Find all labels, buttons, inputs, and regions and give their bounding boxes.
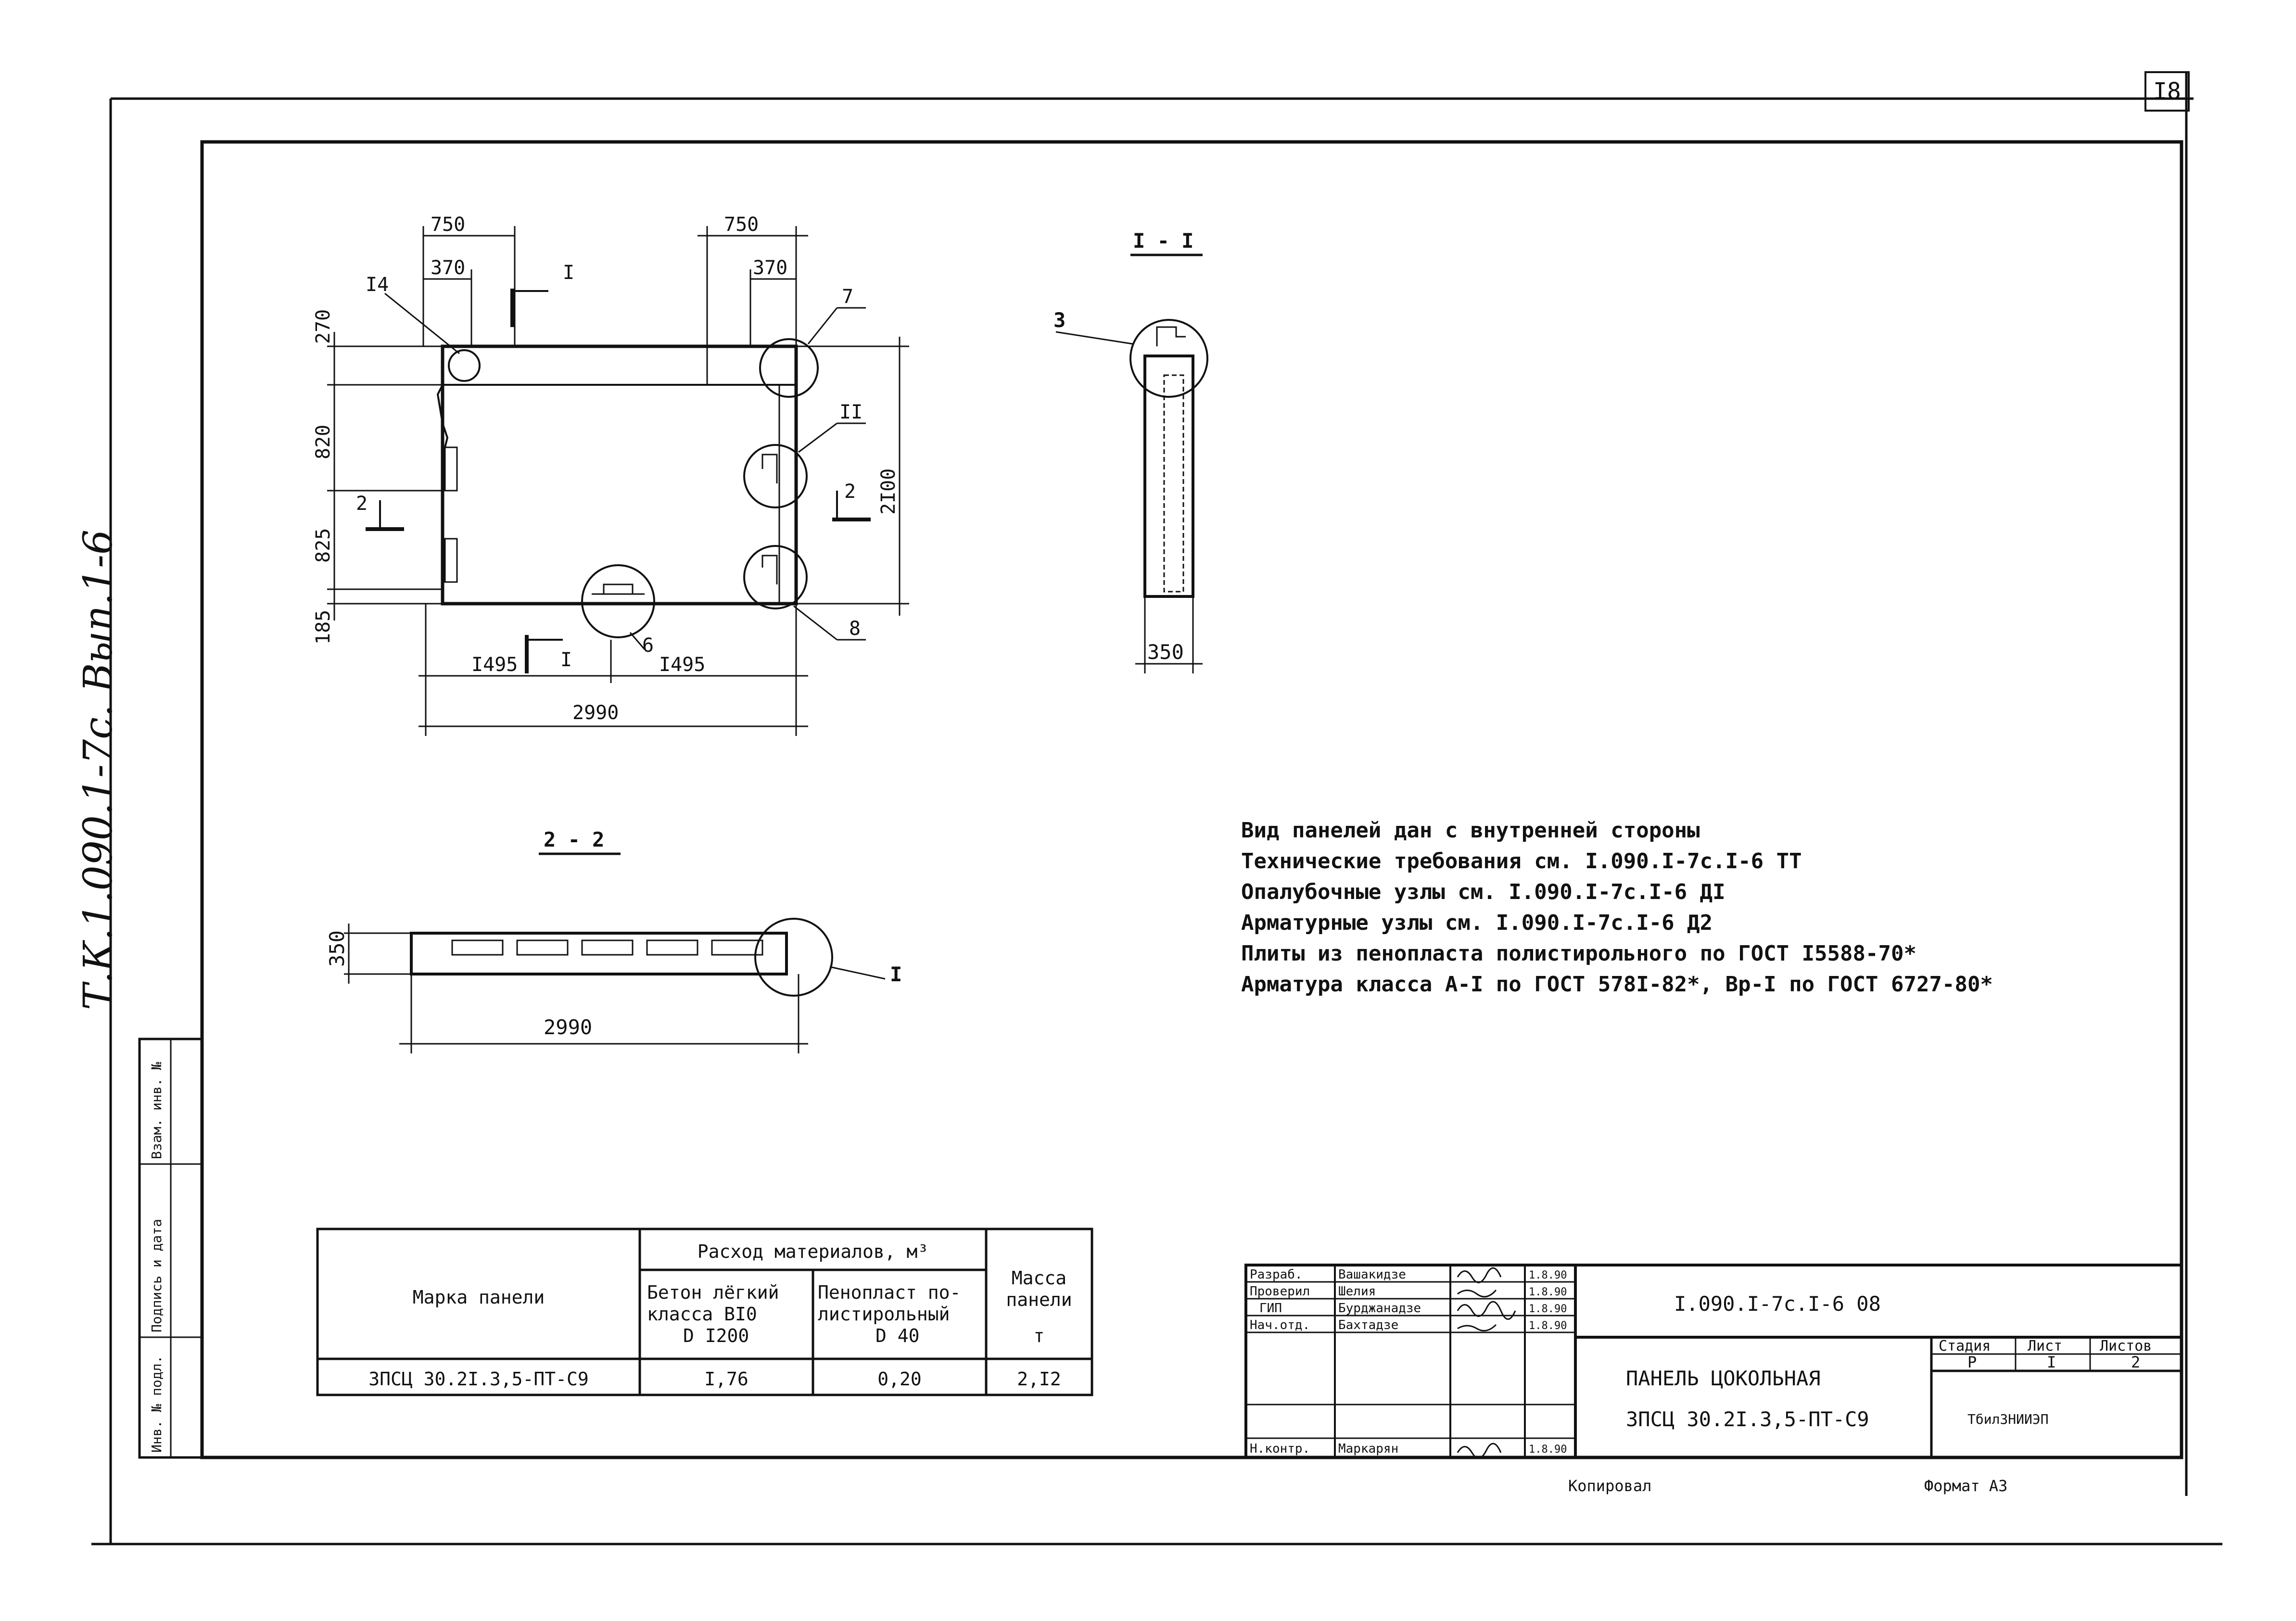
dim-top-right-370: 370 xyxy=(753,257,787,279)
callout-8: 8 xyxy=(849,618,861,640)
tb-role-4: Н.контр. xyxy=(1250,1442,1310,1456)
tb-stage-label: Стадия xyxy=(1939,1338,1991,1355)
section-2-2-title: 2 - 2 xyxy=(544,828,604,851)
dim-825: 825 xyxy=(312,528,334,563)
tb-date-4: 1.8.90 xyxy=(1529,1444,1567,1456)
tb-date-3: 1.8.90 xyxy=(1529,1320,1567,1332)
table-header-foam-3: D 40 xyxy=(875,1325,920,1346)
section-1-1-labels: I - I 3 350 xyxy=(1053,229,1193,664)
stamp-inv-label: Инв. № подл. xyxy=(149,1355,165,1453)
tb-date-1: 1.8.90 xyxy=(1529,1286,1567,1298)
section-2-2 xyxy=(344,852,886,1053)
dim-s11-350: 350 xyxy=(1147,640,1184,664)
footer-format: Формат А3 xyxy=(1924,1477,2008,1495)
tb-name-4: Маркарян xyxy=(1338,1442,1398,1456)
tb-sheets-label: Листов xyxy=(2100,1338,2152,1355)
dim-185: 185 xyxy=(312,610,334,645)
sheet-number: I8 xyxy=(2153,78,2181,105)
note-line: Арматурные узлы см. I.090.I-7с.I-6 Д2 xyxy=(1241,911,1713,935)
tb-sheet: I xyxy=(2047,1353,2056,1371)
tb-name-2: Бурджанадзе xyxy=(1338,1301,1421,1316)
cut-label-2-left: 2 xyxy=(356,493,368,515)
table-cell-foam: 0,20 xyxy=(877,1368,922,1390)
facade-labels: 750 370 750 370 270 820 825 185 2I00 I49… xyxy=(312,214,900,724)
stamp-sign-label: Подпись и дата xyxy=(149,1219,165,1332)
tb-doc-code: I.090.I-7с.I-6 08 xyxy=(1674,1292,1881,1316)
tb-title-2: ЗПСЦ 30.2I.3,5-ПТ-С9 xyxy=(1626,1407,1869,1431)
dim-1495-right: I495 xyxy=(659,654,705,676)
table-header-mark: Марка панели xyxy=(413,1287,545,1308)
dim-270: 270 xyxy=(312,309,334,344)
title-block-text: I.090.I-7с.I-6 08 ПАНЕЛЬ ЦОКОЛЬНАЯ ЗПСЦ … xyxy=(1626,1292,2152,1431)
tb-sheets: 2 xyxy=(2131,1353,2140,1371)
dim-2990: 2990 xyxy=(572,702,619,724)
dim-820: 820 xyxy=(312,425,334,459)
cut-label-2-right: 2 xyxy=(844,481,856,503)
table-cell-concrete: I,76 xyxy=(704,1368,748,1390)
dim-2100: 2I00 xyxy=(877,469,900,515)
title-block-signatures: Разраб. Вашакидзе 1.8.90 Проверил Шелия … xyxy=(1250,1267,1567,1456)
note-line: Плиты из пенопласта полистирольного по Г… xyxy=(1241,941,1916,966)
tb-role-2: ГИП xyxy=(1259,1301,1282,1316)
note-line: Опалубочные узлы см. I.090.I-7с.I-6 ДI xyxy=(1241,880,1725,904)
callout-14: I4 xyxy=(366,274,389,296)
section-1-1 xyxy=(1055,253,1208,673)
callout-6: 6 xyxy=(642,634,654,657)
tb-stage: Р xyxy=(1967,1353,1977,1371)
stamp-replace-label: Взам. инв. № xyxy=(149,1062,165,1159)
dim-top-right-750: 750 xyxy=(724,214,759,236)
tb-role-0: Разраб. xyxy=(1250,1267,1303,1282)
table-header-mass-2: панели xyxy=(1006,1289,1072,1310)
section-2-2-labels: 2 - 2 I 350 2990 xyxy=(325,828,902,1039)
dim-s22-350: 350 xyxy=(325,930,349,967)
table-header-concrete-2: класса BI0 xyxy=(647,1304,757,1325)
table-header-concrete-3: D I200 xyxy=(683,1325,749,1346)
table-header-foam-1: Пенопласт по- xyxy=(818,1282,961,1303)
side-note: Т.К.1.090.1-7с. Вып.1-6 xyxy=(76,529,121,1010)
tb-role-1: Проверил xyxy=(1250,1284,1310,1299)
general-notes: Вид панелей дан с внутренней стороны Тех… xyxy=(1241,815,2059,1000)
cut-label-I-bottom: I xyxy=(560,649,572,671)
tb-org: ТбилЗНИИЭП xyxy=(1967,1411,2049,1427)
table-header-group: Расход материалов, м³ xyxy=(698,1241,928,1262)
dim-top-left-750: 750 xyxy=(431,214,465,236)
tb-name-3: Бахтадзе xyxy=(1338,1318,1398,1332)
callout-7: 7 xyxy=(842,286,853,308)
callout-1: I xyxy=(890,962,902,986)
materials-table-text: Марка панели Расход материалов, м³ Бетон… xyxy=(368,1241,1072,1390)
tb-date-2: 1.8.90 xyxy=(1529,1303,1567,1315)
dim-s22-2990: 2990 xyxy=(544,1015,592,1039)
tb-date-0: 1.8.90 xyxy=(1529,1269,1567,1281)
table-header-mass-3: т xyxy=(1034,1325,1045,1346)
dim-1495-left: I495 xyxy=(471,654,518,676)
panel-facade xyxy=(327,226,909,736)
tb-name-0: Вашакидзе xyxy=(1338,1267,1406,1282)
tb-title-1: ПАНЕЛЬ ЦОКОЛЬНАЯ xyxy=(1626,1367,1821,1390)
materials-table xyxy=(316,1228,1093,1396)
tb-name-1: Шелия xyxy=(1338,1284,1376,1299)
table-header-concrete-1: Бетон лёгкий xyxy=(647,1282,779,1303)
dim-top-left-370: 370 xyxy=(431,257,465,279)
note-line: Вид панелей дан с внутренней стороны xyxy=(1241,818,1700,843)
tb-sheet-label: Лист xyxy=(2028,1338,2062,1355)
footer-copied: Копировал xyxy=(1568,1477,1652,1495)
callout-11: II xyxy=(839,401,863,423)
note-line: Арматура класса А-I по ГОСТ 578I-82*, Вр… xyxy=(1241,972,1993,997)
sheet-frame xyxy=(91,71,2222,1545)
side-stamp-labels: Инв. № подл. Подпись и дата Взам. инв. № xyxy=(149,1062,165,1453)
table-cell-mark: ЗПСЦ 30.2I.3,5-ПТ-С9 xyxy=(368,1368,589,1390)
table-cell-mass: 2,I2 xyxy=(1017,1368,1061,1390)
section-1-1-title: I - I xyxy=(1133,229,1193,253)
note-line: Технические требования см. I.090.I-7с.I-… xyxy=(1241,849,1802,874)
table-header-foam-2: листирольный xyxy=(818,1304,950,1325)
table-header-mass-1: Масса xyxy=(1012,1267,1066,1289)
tb-role-3: Нач.отд. xyxy=(1250,1318,1310,1332)
callout-3: 3 xyxy=(1053,308,1066,332)
cut-label-I-top: I xyxy=(563,262,574,284)
title-block xyxy=(1244,1264,2183,1459)
